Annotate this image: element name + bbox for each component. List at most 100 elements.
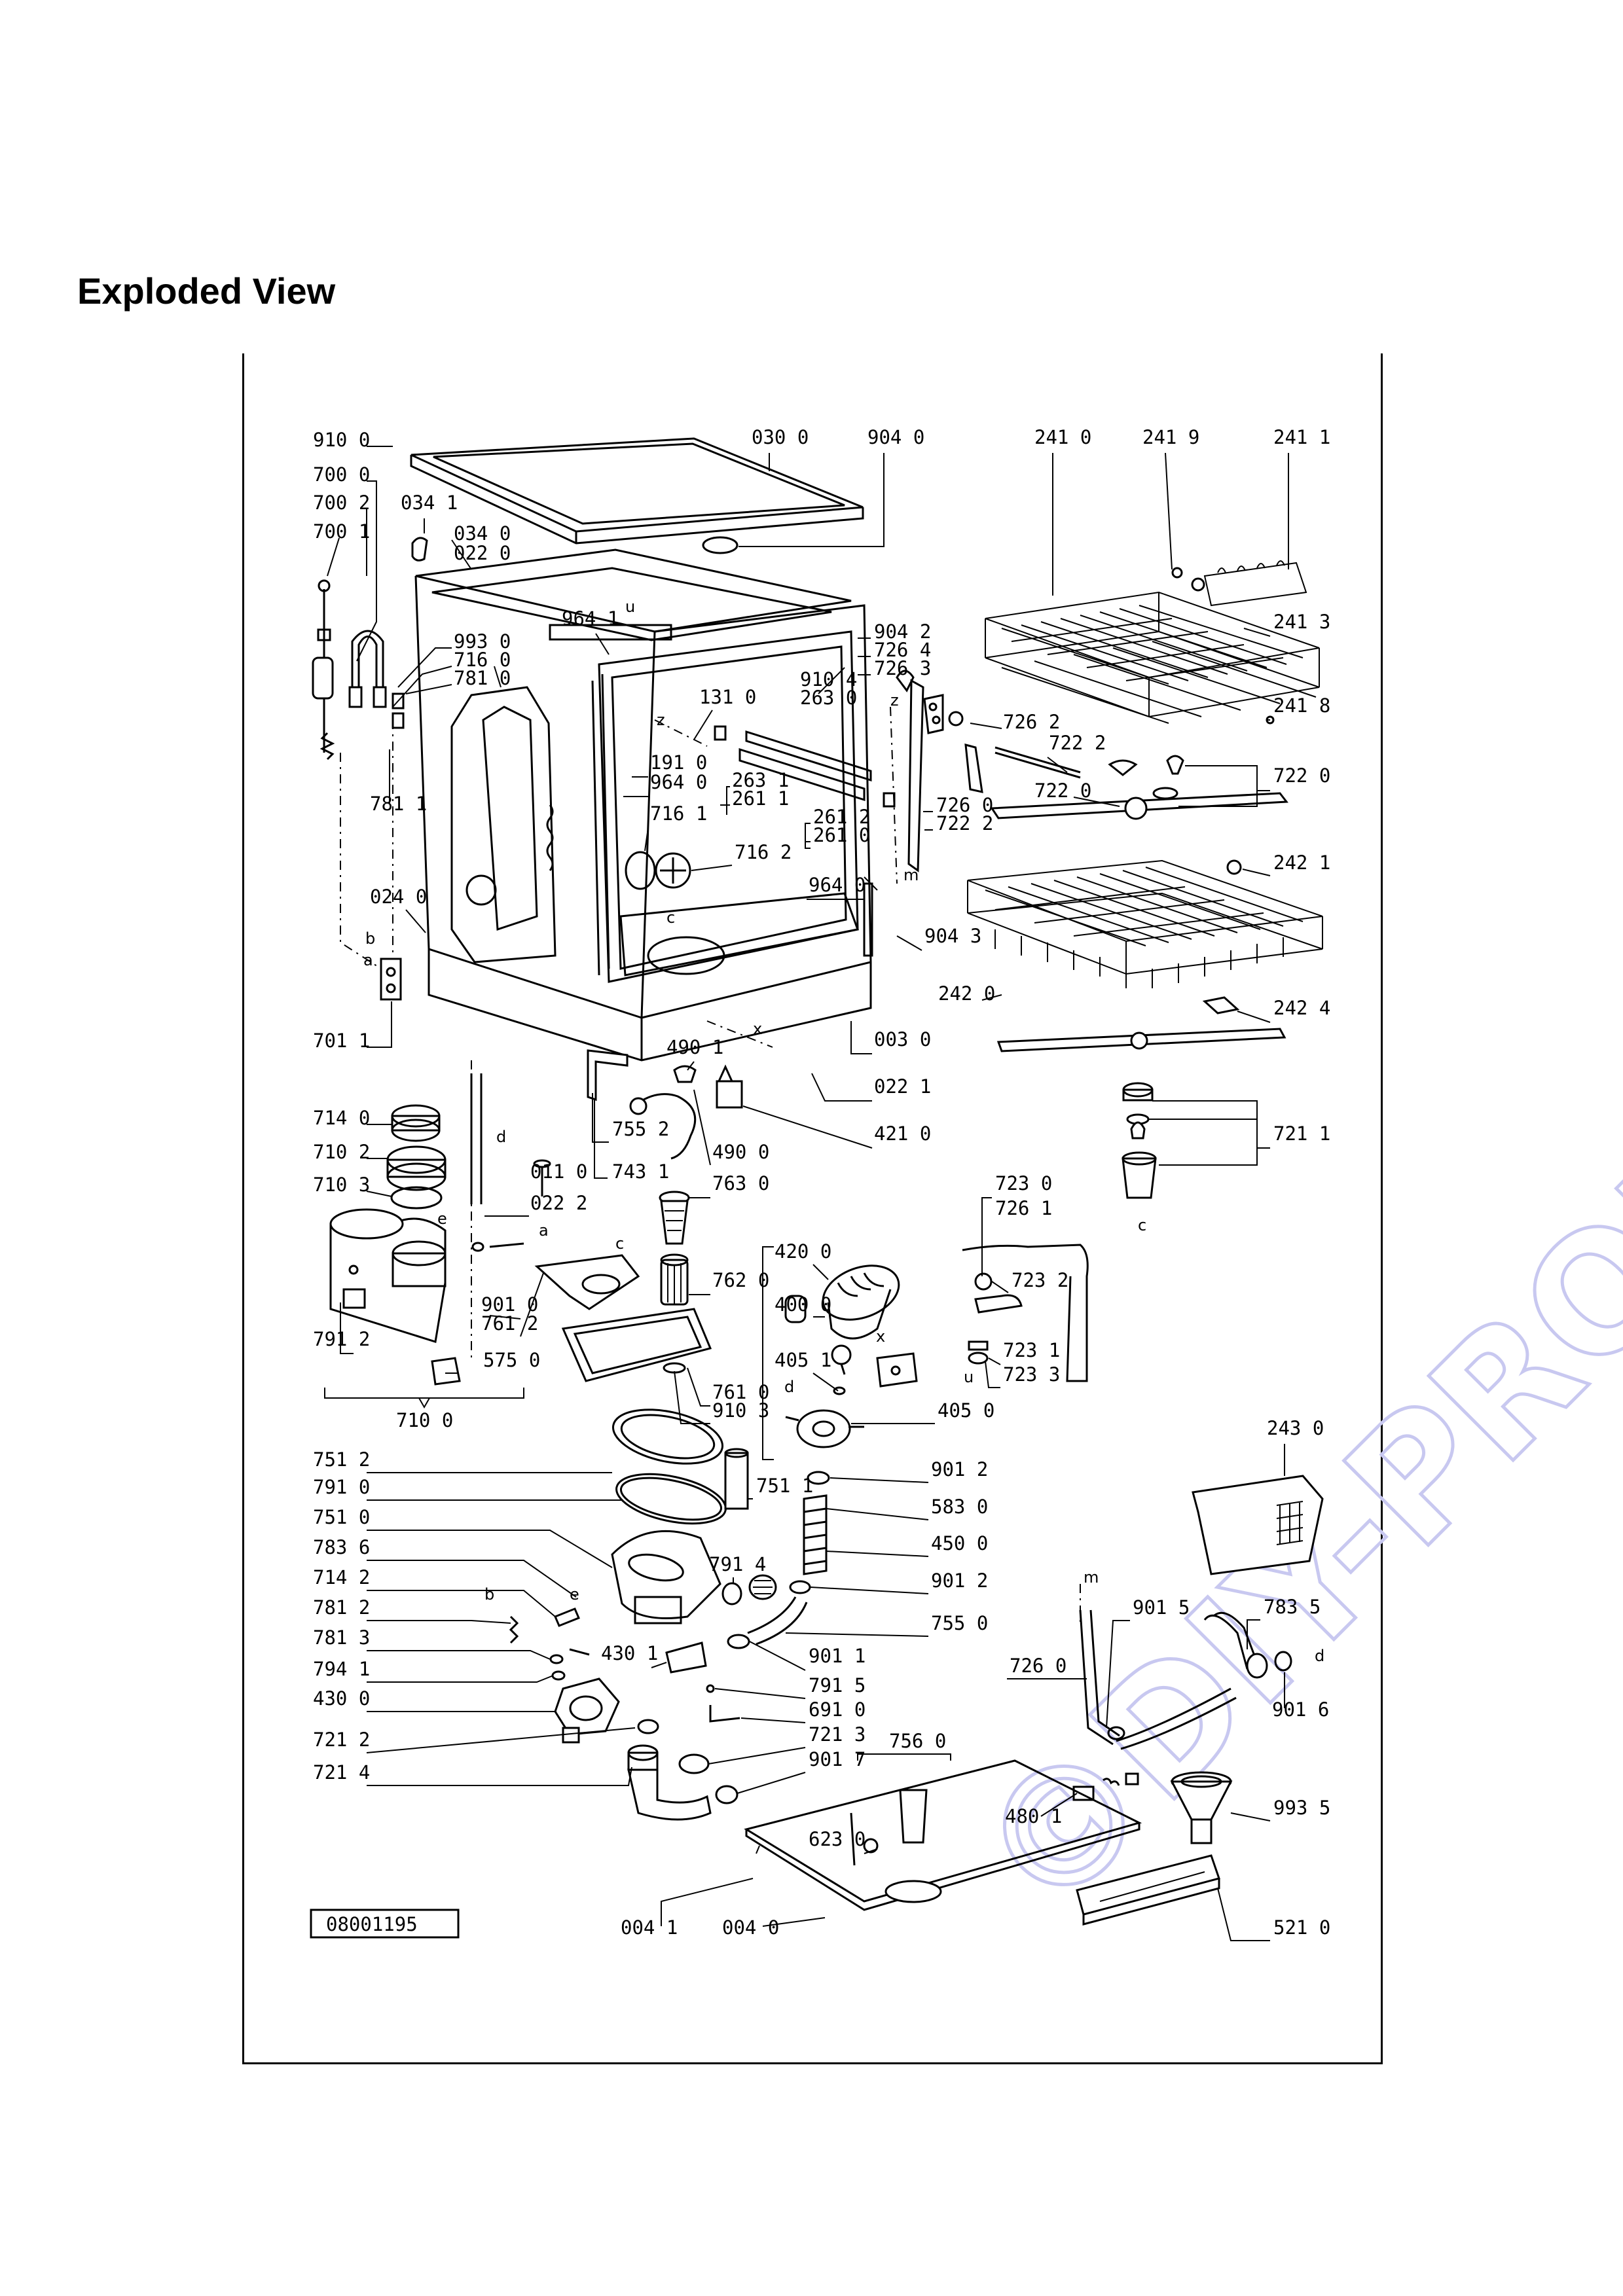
lower-spray-arm-part: [996, 1028, 1286, 1199]
rack-rails-part: [714, 725, 896, 808]
connection-letter-k-c3: c: [1138, 1216, 1146, 1234]
connection-letter-k-z2: z: [890, 691, 899, 709]
part-label-l-7812: 781 2: [313, 1596, 370, 1619]
lower-basket-part: [967, 859, 1323, 988]
part-label-l-7510: 751 0: [313, 1506, 370, 1528]
part-label-l-7431: 743 1: [612, 1160, 669, 1183]
part-label-l-9640: 964 0: [650, 771, 707, 793]
part-label-l-2611: 261 1: [732, 787, 789, 810]
bracket-756-0: [857, 1753, 951, 1761]
part-label-l-2420: 242 0: [938, 982, 995, 1005]
part-label-l-7214: 721 4: [313, 1761, 370, 1784]
sump-gasket-part: [611, 1408, 727, 1525]
part-label-l-2430: 243 0: [1267, 1417, 1324, 1439]
connection-letter-k-x1: x: [753, 1020, 762, 1038]
elbow-783-5-part: [1203, 1611, 1292, 1679]
part-label-l-4301: 430 1: [601, 1642, 658, 1664]
part-label-l-9104: 910 4: [800, 668, 857, 691]
part-label-l-7261: 726 1: [995, 1197, 1052, 1219]
part-label-l-7211: 721 1: [1273, 1122, 1330, 1145]
hose-726-1-part: [962, 1244, 1089, 1382]
part-label-l-9100: 910 0: [313, 429, 370, 451]
part-label-l-9016: 901 6: [1272, 1698, 1329, 1721]
document-number-box: 08001195: [310, 1909, 460, 1939]
diagram-frame: [242, 353, 1383, 2064]
part-label-l-7813: 781 3: [313, 1626, 370, 1649]
bracket-755-2-part: [587, 1049, 629, 1102]
part-label-l-9641: 964 1: [562, 607, 619, 630]
upper-basket-part: [985, 591, 1320, 724]
connection-letter-k-b2: b: [484, 1585, 494, 1604]
cabinet-body-part: [414, 548, 872, 1062]
part-label-l-4051: 405 1: [775, 1349, 831, 1371]
float-691-0-part: [706, 1684, 740, 1723]
level-sensor-part: [431, 1357, 461, 1386]
part-label-l-4000: 400 0: [775, 1293, 831, 1316]
document-number: 08001195: [326, 1913, 418, 1935]
connection-letter-k-e2: e: [570, 1585, 579, 1604]
part-label-l-7142: 714 2: [313, 1566, 370, 1588]
part-label-l-2413: 241 3: [1273, 611, 1330, 633]
part-label-l-7552: 755 2: [612, 1118, 669, 1140]
connection-letter-k-u2: u: [964, 1368, 974, 1386]
part-label-l-7511: 751 1: [756, 1475, 813, 1497]
filter-base-part: [534, 1254, 640, 1310]
part-label-l-0040: 004 0: [722, 1916, 779, 1939]
sump-outlet-part: [627, 1719, 712, 1821]
u-tube-part: [348, 630, 405, 729]
connection-letter-k-c2: c: [615, 1234, 624, 1253]
clamp-901-7-part: [715, 1785, 739, 1804]
part-label-l-4200: 420 0: [775, 1240, 831, 1263]
part-label-l-9015: 901 5: [1133, 1596, 1190, 1619]
part-label-l-7550: 755 0: [931, 1612, 988, 1634]
water-softener-part: [329, 1208, 447, 1343]
filter-part: [659, 1191, 690, 1306]
part-label-l-5750: 575 0: [483, 1349, 540, 1371]
part-label-l-2610: 261 0: [813, 824, 870, 846]
bracket-405-part: [876, 1352, 918, 1388]
part-label-l-0220: 022 0: [454, 542, 511, 564]
part-label-l-7836: 783 6: [313, 1536, 370, 1558]
part-label-l-7262: 726 2: [1003, 711, 1060, 733]
part-label-l-7222: 722 2: [1049, 732, 1106, 754]
part-label-l-9103: 910 3: [712, 1399, 769, 1422]
part-label-l-0041: 004 1: [621, 1916, 678, 1939]
hinge-bracket-part: [923, 694, 983, 793]
connection-letter-k-d1: d: [496, 1128, 506, 1146]
part-label-l-9043: 904 3: [924, 925, 981, 947]
part-label-l-0340: 034 0: [454, 522, 511, 545]
puck-part: [702, 536, 739, 554]
sump-frame-part: [561, 1308, 712, 1382]
part-label-l-7912: 791 2: [313, 1328, 370, 1350]
wire-harness-part: [629, 1064, 743, 1160]
part-label-l-7102: 710 2: [313, 1141, 370, 1163]
part-label-l-1310: 131 0: [699, 686, 756, 708]
part-label-l-9012: 901 2: [931, 1458, 988, 1480]
small-knob-part: [1171, 567, 1275, 725]
wheel-clip-part: [1202, 996, 1240, 1014]
connection-letter-k-d2: d: [784, 1378, 794, 1396]
part-label-l-4050: 405 0: [938, 1399, 994, 1422]
part-label-l-7213: 721 3: [809, 1723, 866, 1746]
leader-lines: [327, 446, 1289, 1941]
part-label-l-7232: 723 2: [1012, 1269, 1068, 1291]
part-label-l-7915: 791 5: [809, 1674, 866, 1696]
part-label-l-6910: 691 0: [809, 1698, 866, 1721]
part-label-l-7001: 700 1: [313, 520, 370, 543]
impeller-791-4-part: [721, 1574, 777, 1605]
ring-901-0-part: [471, 1242, 524, 1252]
part-label-l-7260b: 726 0: [1010, 1655, 1067, 1677]
part-label-l-7100: 710 0: [396, 1409, 453, 1431]
part-label-l-9012b: 901 2: [931, 1570, 988, 1592]
part-label-l-7160: 716 0: [454, 649, 511, 671]
part-label-l-7610: 761 0: [712, 1381, 769, 1403]
part-label-l-7140: 714 0: [313, 1107, 370, 1129]
connection-letter-k-b1: b: [365, 929, 375, 948]
part-label-l-7630: 763 0: [712, 1172, 769, 1194]
part-label-l-7260: 726 0: [936, 794, 993, 816]
part-label-l-7220b: 722 0: [1034, 780, 1091, 802]
ring-901-2-part: [807, 1471, 830, 1485]
